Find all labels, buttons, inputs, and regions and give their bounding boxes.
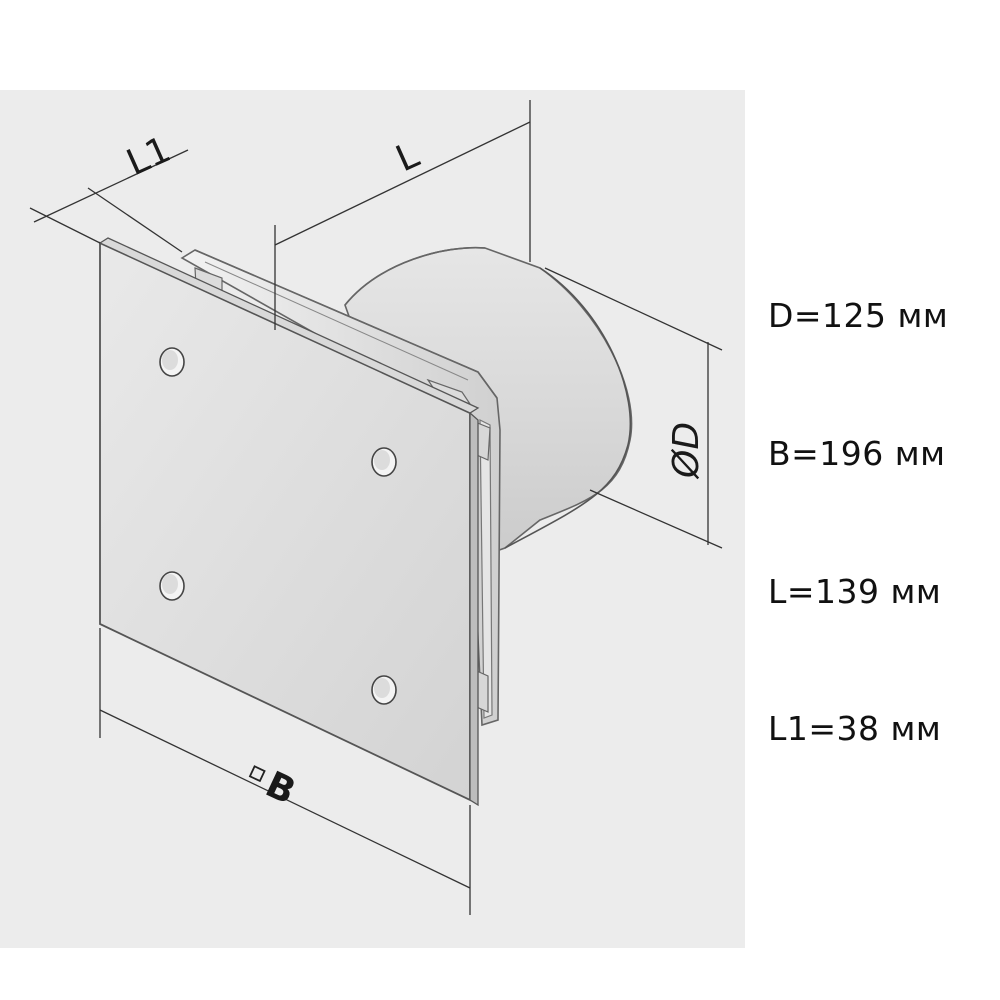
screw-hole [371,447,397,477]
spec-diameter: D=125 мм [768,296,949,335]
spec-width: B=196 мм [768,434,946,473]
screw-hole [159,571,185,601]
spec-panel-depth: L1=38 мм [768,709,942,748]
front-panel [98,237,480,807]
screw-holes [159,347,397,705]
dimension-d: ØD [544,267,723,549]
screw-hole [159,347,185,377]
square-symbol [248,765,266,783]
label-d: ØD [666,422,707,480]
spec-length: L=139 мм [768,572,942,611]
screw-hole [371,675,397,705]
